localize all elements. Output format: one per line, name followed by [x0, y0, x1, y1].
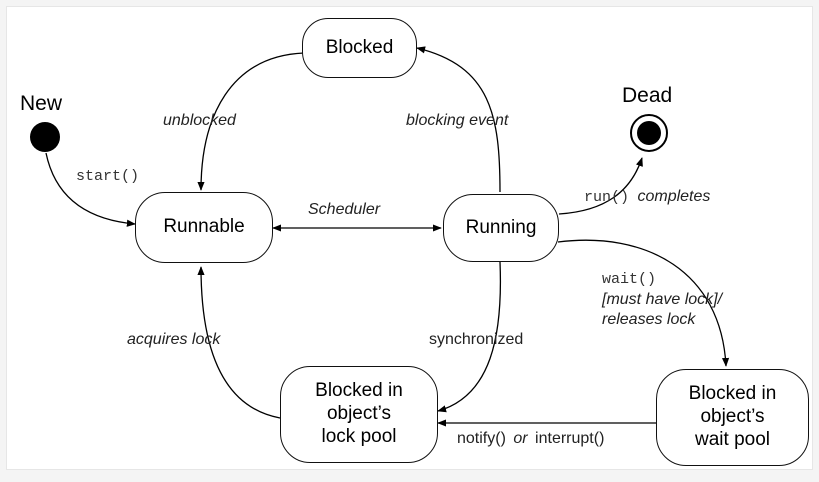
- label-notify-interrupt: notify() or interrupt(): [455, 430, 607, 448]
- state-blocked-label: Blocked: [325, 36, 394, 58]
- new-label: New: [20, 92, 63, 115]
- wait-pool-line-1: Blocked in: [688, 383, 777, 405]
- state-running-label: Running: [465, 216, 537, 238]
- label-run-completes: run() completes: [584, 188, 710, 206]
- label-run-method: run(): [584, 189, 630, 206]
- state-blocked: Blocked: [302, 18, 417, 78]
- state-running: Running: [443, 194, 559, 262]
- label-wait-method: wait(): [602, 271, 657, 288]
- initial-node: [30, 122, 60, 152]
- label-unblocked: unblocked: [163, 112, 236, 129]
- state-wait-pool: Blocked in object’s wait pool: [656, 369, 809, 466]
- arrow-start: [45, 152, 136, 227]
- state-runnable-label: Runnable: [163, 216, 245, 238]
- arrow-acquires-lock: [197, 266, 281, 419]
- lock-pool-line-2: object’s: [326, 403, 392, 425]
- label-interrupt: interrupt(): [535, 430, 605, 447]
- final-node-core: [637, 121, 661, 145]
- label-synchronized: synchronized: [429, 331, 524, 348]
- wait-pool-line-2: object’s: [700, 406, 765, 428]
- label-or: or: [513, 430, 528, 447]
- wait-pool-line-3: wait pool: [695, 428, 770, 450]
- arrow-unblocked: [197, 52, 305, 191]
- transition-arrows: [45, 46, 730, 427]
- final-node: [630, 114, 668, 152]
- label-start: start(): [76, 168, 140, 185]
- lock-pool-line-1: Blocked in: [315, 380, 403, 402]
- label-scheduler: Scheduler: [308, 201, 381, 218]
- arrow-wait: [557, 239, 730, 367]
- label-blocking-event: blocking event: [406, 112, 509, 129]
- label-completes: completes: [637, 188, 711, 205]
- label-wait-note-1: [must have lock]/: [602, 291, 723, 308]
- arrow-blocking-event: [416, 46, 501, 193]
- arrow-synchronized: [437, 261, 502, 413]
- lock-pool-line-3: lock pool: [321, 425, 397, 447]
- diagram-canvas: Blocked Runnable Running Blocked in obje…: [6, 6, 813, 470]
- state-runnable: Runnable: [135, 192, 273, 263]
- label-notify: notify(): [457, 430, 506, 447]
- label-wait-note-2: releases lock: [602, 311, 696, 328]
- dead-label: Dead: [622, 84, 673, 107]
- state-lock-pool: Blocked in object’s lock pool: [280, 366, 438, 463]
- arrow-run-completes: [558, 157, 643, 215]
- label-acquires-lock: acquires lock: [127, 331, 221, 348]
